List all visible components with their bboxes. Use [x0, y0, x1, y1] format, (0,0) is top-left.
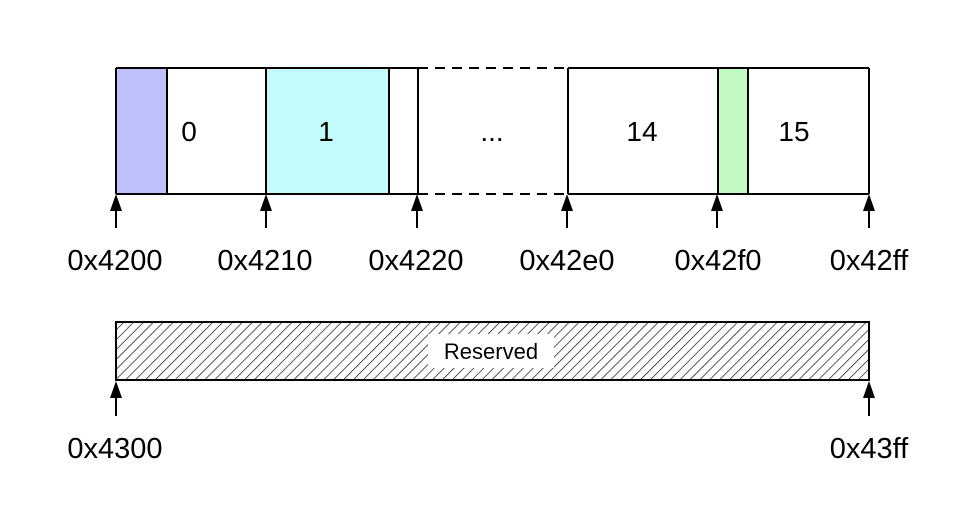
address-label: 0x4210	[217, 245, 312, 277]
arrow-up-icon	[561, 194, 573, 228]
block-1-cyan-fill	[266, 68, 389, 194]
block-label-ellipsis: ...	[480, 116, 503, 147]
arrow-up-icon	[411, 194, 423, 228]
block-label-14: 14	[626, 116, 657, 147]
arrow-up-icon	[110, 381, 122, 416]
address-label: 0x4300	[67, 433, 162, 465]
tail-region-green	[718, 68, 748, 194]
arrow-up-icon	[260, 194, 272, 228]
address-label: 0x42e0	[519, 245, 614, 277]
block-label-1: 1	[318, 116, 334, 147]
header-region-purple	[116, 68, 167, 194]
arrow-up-icon	[110, 194, 122, 228]
arrow-up-icon	[863, 381, 875, 416]
address-label: 0x42ff	[830, 245, 909, 277]
reserved-label: Reserved	[444, 339, 538, 364]
arrow-up-icon	[863, 194, 875, 228]
address-label: 0x4200	[67, 245, 162, 277]
bottom-memory-map: Reserved 0x4300 0x43ff	[67, 321, 909, 465]
reserved-label-background	[428, 334, 554, 368]
address-label: 0x42f0	[674, 245, 761, 277]
address-label: 0x4220	[368, 245, 463, 277]
block-label-0: 0	[181, 116, 197, 147]
arrow-up-icon	[711, 194, 723, 228]
block-label-15: 15	[778, 116, 809, 147]
address-label: 0x43ff	[830, 433, 909, 465]
top-memory-map: 0 1 ... 14 15 0x4200	[67, 67, 909, 277]
